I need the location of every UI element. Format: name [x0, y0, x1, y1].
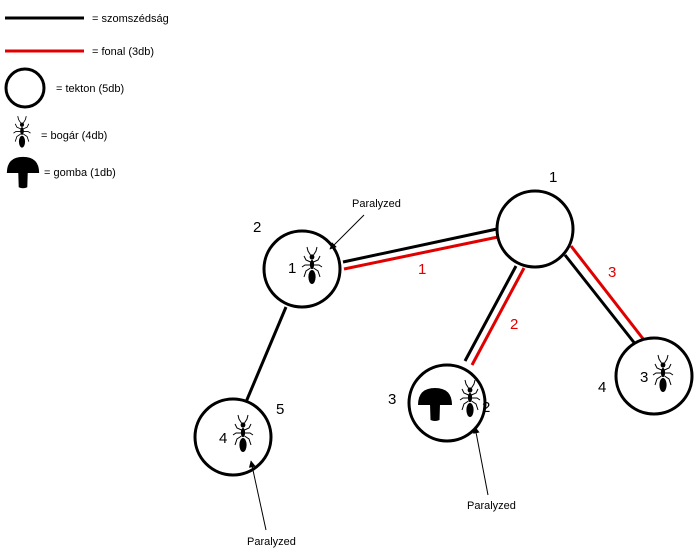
- legend-bug-icon: [13, 115, 31, 149]
- adjacency-1-3: [463, 265, 518, 362]
- tecton-1-label: 1: [549, 169, 557, 186]
- bug-1-number: 1: [288, 260, 296, 277]
- tecton-2-circle: [262, 229, 342, 309]
- tecton-3-label: 3: [388, 391, 396, 408]
- annotations: Paralyzed Paralyzed Paralyzed: [247, 198, 516, 548]
- thread-2-label: 2: [510, 316, 518, 333]
- legend-mushroom-icon: [6, 156, 40, 189]
- thread-1-label: 1: [418, 261, 426, 278]
- bug-3-number: 3: [640, 369, 648, 386]
- paralyzed-arrow-bug-4: [248, 460, 267, 531]
- adjacency-1-4: [563, 254, 638, 346]
- adjacency-1-2: [342, 227, 498, 264]
- paralyzed-annotation-bug-1: Paralyzed: [352, 198, 401, 210]
- bug-4-number: 4: [219, 430, 227, 447]
- tecton-2-label: 2: [253, 219, 261, 236]
- legend-mushroom-label: = gomba (1db): [44, 167, 116, 179]
- tecton-5-label: 5: [276, 401, 284, 418]
- tecton-2: 2 1: [253, 219, 342, 309]
- thread-3: [569, 245, 646, 341]
- legend: = szomszédság = fonal (3db) = tekton (5d…: [4, 13, 169, 189]
- tecton-4: 4 3: [598, 336, 694, 416]
- tecton-5: 5 4: [193, 397, 284, 477]
- edges: 1 2 3: [244, 227, 646, 403]
- legend-thread-label: = fonal (3db): [92, 46, 154, 58]
- legend-tecton-label: = tekton (5db): [56, 83, 124, 95]
- paralyzed-annotation-bug-2: Paralyzed: [467, 500, 516, 512]
- tecton-4-circle: [614, 336, 694, 416]
- paralyzed-arrow-bug-1: [329, 214, 365, 250]
- thread-3-label: 3: [608, 264, 616, 281]
- bug-2-number: 2: [482, 399, 490, 416]
- tecton-5-circle: [193, 397, 273, 477]
- paralyzed-annotation-bug-4: Paralyzed: [247, 536, 296, 548]
- thread-1: [343, 235, 499, 271]
- legend-adjacency-label: = szomszédság: [92, 13, 169, 25]
- paralyzed-arrow-bug-2: [472, 426, 489, 496]
- adjacency-2-5: [244, 306, 288, 403]
- tecton-1-circle: [495, 189, 575, 269]
- thread-2: [470, 267, 526, 366]
- tecton-4-label: 4: [598, 379, 606, 396]
- legend-tecton-swatch: [4, 67, 46, 109]
- tecton-1: 1: [495, 169, 575, 269]
- legend-bug-label: = bogár (4db): [41, 130, 107, 142]
- tecton-3: 3 2: [388, 363, 490, 443]
